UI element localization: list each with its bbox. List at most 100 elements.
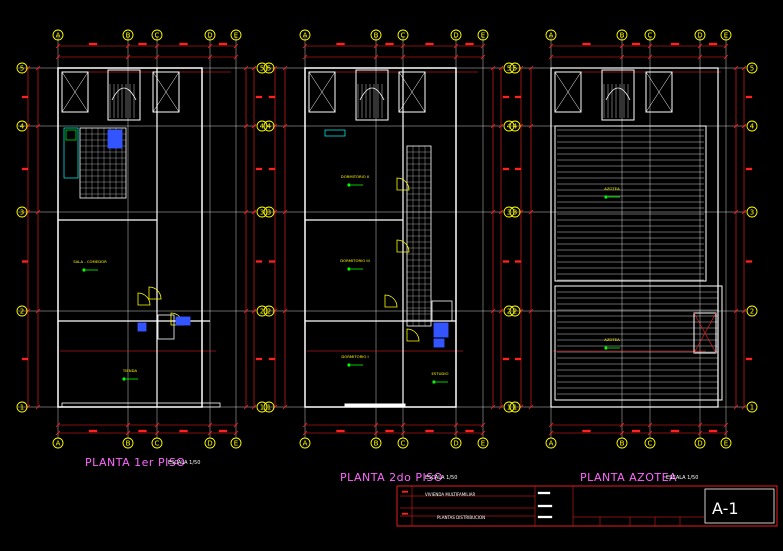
dimension-text	[465, 429, 474, 433]
plan-scale-2: ESCALA 1/50	[425, 475, 458, 481]
axis-label: 1	[507, 404, 511, 412]
fixture	[175, 316, 191, 326]
axis-label: A	[549, 32, 554, 40]
dimension-tick	[733, 308, 739, 314]
dimension-text	[582, 429, 591, 433]
dimension-text	[631, 42, 641, 46]
window	[344, 403, 406, 408]
axis-bubble-2	[16, 305, 28, 317]
dimension-tick	[373, 43, 379, 49]
dimension-text	[745, 357, 753, 361]
room-label: DORMITORIO I	[341, 354, 368, 359]
dimension-text	[385, 429, 394, 433]
axis-bubble-4	[746, 120, 758, 132]
dimension-tick	[282, 123, 288, 129]
dimension-text	[268, 167, 276, 171]
dimension-text	[255, 167, 263, 171]
shaft-cross	[308, 71, 336, 113]
dimension-text	[514, 167, 522, 171]
vent-cross	[693, 312, 717, 354]
fixture	[137, 322, 147, 332]
axis-bubble-1	[503, 401, 515, 413]
axis-bubble-b	[616, 29, 628, 41]
dimension-tick	[35, 404, 41, 410]
door-swing	[396, 239, 410, 253]
stair	[107, 69, 141, 121]
dimension-tick	[400, 43, 406, 49]
shaft	[152, 71, 180, 113]
dimension-text	[336, 42, 345, 46]
axis-label: A	[549, 440, 554, 448]
axis-label: E	[234, 440, 238, 448]
axis-bubble-d	[694, 29, 706, 41]
dimension-tick	[480, 430, 486, 436]
dimension-text	[670, 42, 680, 46]
dimension-tick	[302, 43, 308, 49]
dimension-tick	[498, 65, 504, 71]
dimension-tick	[400, 430, 406, 436]
dimension-tick	[243, 404, 249, 410]
dimension-tick	[741, 308, 747, 314]
dimension-tick	[498, 123, 504, 129]
axis-bubble-2	[503, 305, 515, 317]
dimension-tick	[125, 422, 131, 428]
plan-title-3: PLANTA AZOTEA	[580, 471, 678, 484]
dimension-tick	[207, 54, 213, 60]
axis-label: D	[697, 32, 702, 40]
roof-outline	[550, 67, 719, 408]
dimension-tick	[733, 209, 739, 215]
dimension-tick	[528, 123, 534, 129]
level-mark	[347, 183, 351, 187]
dimension-tick	[251, 308, 257, 314]
axis-label: 2	[750, 308, 754, 316]
dimension-tick	[619, 422, 625, 428]
dimension-tick	[480, 54, 486, 60]
dimension-tick	[282, 404, 288, 410]
dimension-tick	[741, 404, 747, 410]
dimension-text	[502, 260, 510, 263]
plan-title-2: PLANTA 2do PISO	[340, 471, 443, 484]
axis-label: A	[303, 32, 308, 40]
axis-label: 4	[750, 123, 755, 131]
axis-label: C	[155, 32, 160, 40]
axis-label: 3	[20, 209, 24, 217]
dimension-tick	[373, 430, 379, 436]
dimension-text	[385, 42, 394, 46]
sheet-number: A-1	[712, 499, 739, 518]
axis-label: B	[620, 440, 625, 448]
tile-area	[79, 127, 127, 199]
plan-scale-1: ESCALA 1/50	[168, 460, 201, 466]
room-label: AZOTEA	[604, 186, 620, 191]
shaft	[398, 71, 426, 113]
dimension-tick	[548, 430, 554, 436]
room-label: SALA - COMEDOR	[73, 259, 107, 264]
room-label: DORMITORIO II	[341, 174, 369, 179]
dimension-tick	[723, 43, 729, 49]
axis-bubble-1	[263, 401, 275, 413]
axis-label: 5	[260, 65, 264, 73]
axis-bubble-1	[16, 401, 28, 413]
dimension-text	[502, 167, 510, 171]
dimension-tick	[282, 209, 288, 215]
axis-label: 2	[507, 308, 511, 316]
axis-label: 5	[513, 65, 517, 73]
axis-label: 1	[260, 404, 264, 412]
axis-label: 1	[750, 404, 754, 412]
axis-label: D	[207, 440, 212, 448]
axis-bubble-b	[122, 437, 134, 449]
axis-bubble-b	[370, 437, 382, 449]
roof-area-upper	[554, 125, 707, 282]
axis-bubble-2	[263, 305, 275, 317]
axis-label: A	[303, 440, 308, 448]
axis-bubble-1	[256, 401, 268, 413]
dimension-tick	[528, 308, 534, 314]
axis-bubble-3	[16, 206, 28, 218]
level-mark	[347, 267, 351, 271]
dimension-text	[502, 357, 510, 361]
level-mark	[604, 346, 608, 350]
dimension-text	[255, 260, 263, 263]
dimension-tick	[741, 123, 747, 129]
axis-label: D	[453, 440, 458, 448]
axis-label: 4	[20, 123, 25, 131]
